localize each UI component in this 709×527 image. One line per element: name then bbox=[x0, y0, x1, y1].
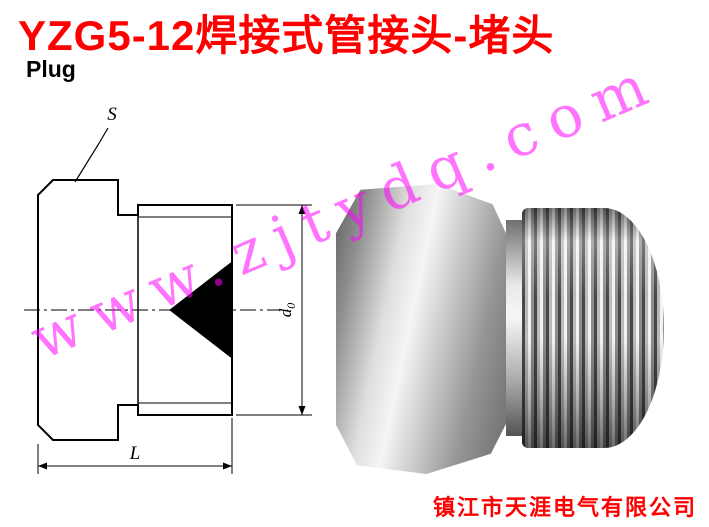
d0-dimension: d0 bbox=[236, 204, 312, 416]
s-label: S bbox=[107, 104, 117, 125]
l-arrow-right bbox=[223, 462, 232, 470]
plug-section-drawing: S d0 L bbox=[24, 104, 312, 474]
l-arrow-left bbox=[38, 462, 47, 470]
company-name: 镇江市天涯电气有限公司 bbox=[432, 495, 697, 520]
product-photo bbox=[332, 168, 664, 486]
l-dimension: L bbox=[37, 418, 233, 474]
d0-label: d0 bbox=[276, 303, 298, 318]
plug-collar bbox=[506, 220, 522, 436]
plug-hex-head bbox=[336, 184, 510, 474]
page-title: YZG5-12焊接式管接头-堵头 bbox=[18, 12, 555, 59]
cone-bore bbox=[169, 260, 233, 360]
d0-arrow-bottom bbox=[298, 406, 306, 415]
l-label: L bbox=[129, 443, 141, 464]
page-subtitle: Plug bbox=[26, 56, 76, 82]
plug-threads bbox=[522, 208, 664, 448]
s-leader-line bbox=[74, 127, 109, 183]
d0-arrow-top bbox=[298, 205, 306, 214]
